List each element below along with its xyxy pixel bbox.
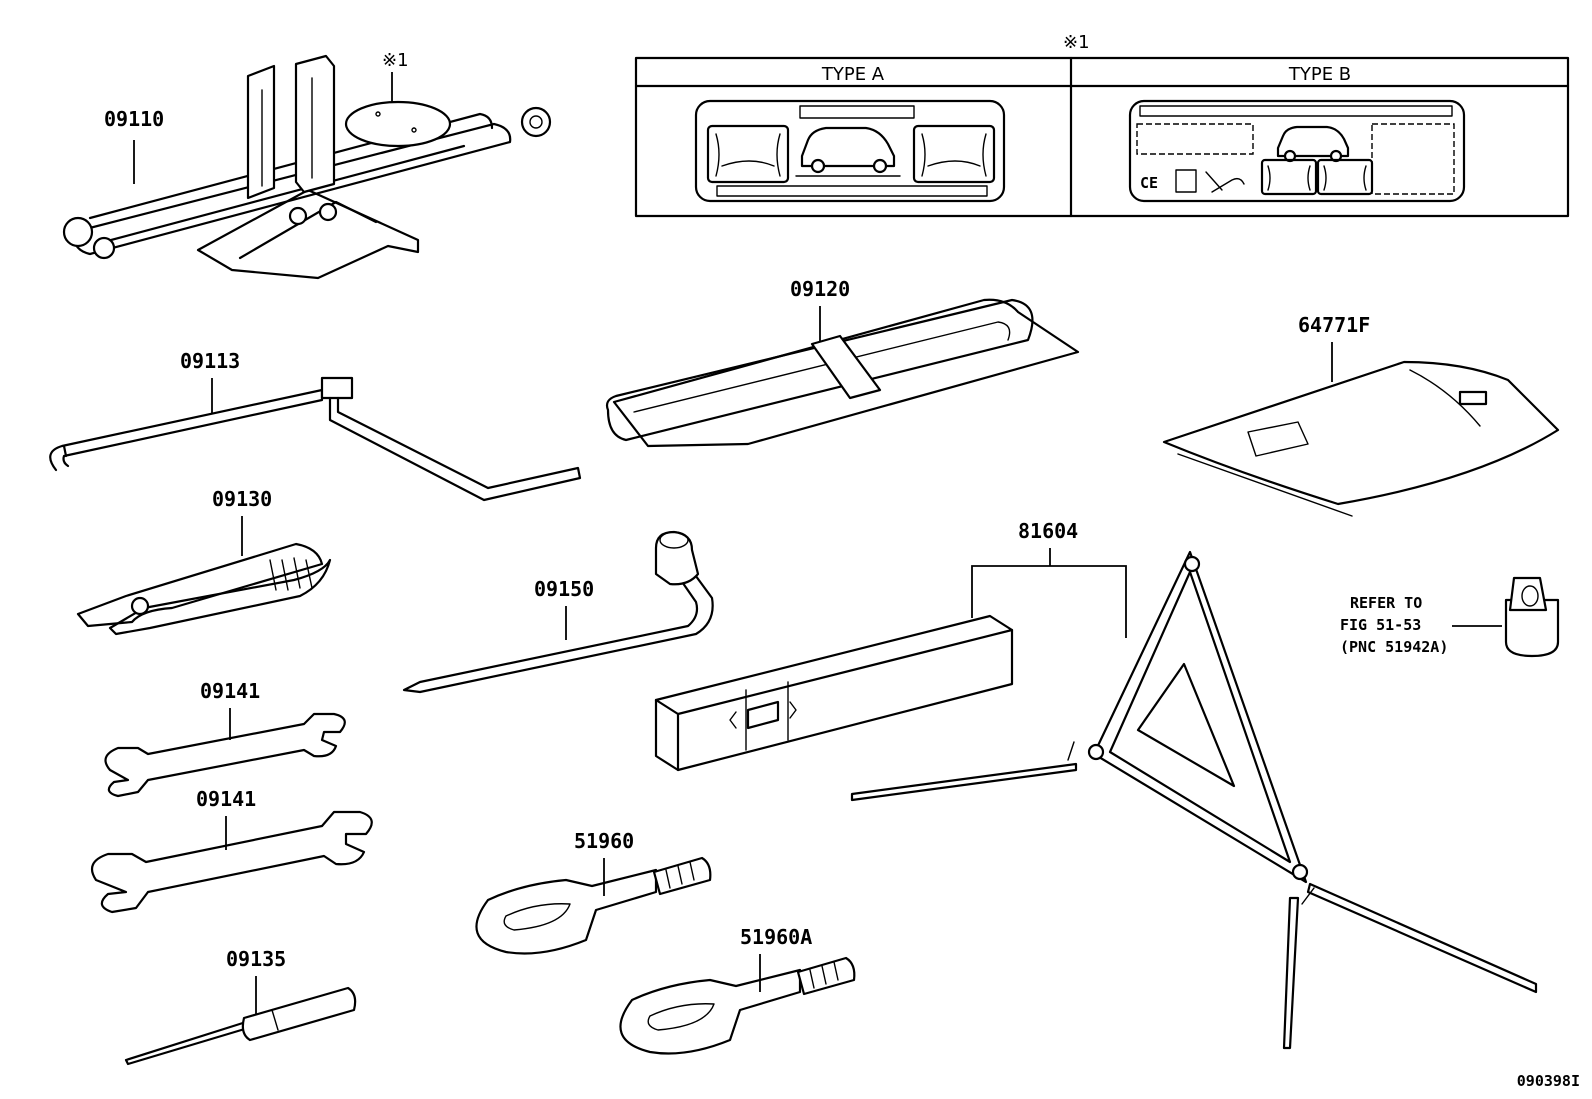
refer-line-1: REFER TO bbox=[1350, 594, 1422, 612]
part-label-09141-b: 09141 bbox=[196, 787, 256, 811]
pliers-09130: 09130 bbox=[76, 487, 332, 636]
caution-label-panel: ※1 TYPE A TYPE B C bbox=[634, 32, 1570, 218]
wrench-09141-small: 09141 bbox=[104, 679, 346, 798]
screwdriver-09135: 09135 bbox=[124, 947, 357, 1066]
type-a-label-artwork bbox=[694, 99, 1006, 203]
mat-64771f: 64771F bbox=[1162, 313, 1560, 517]
part-label-09130: 09130 bbox=[212, 487, 272, 511]
part-label-81604: 81604 bbox=[1018, 519, 1078, 543]
tool-bag-09120: 09120 bbox=[605, 277, 1080, 448]
part-label-51960: 51960 bbox=[574, 829, 634, 853]
note-mark-top: ※1 bbox=[1063, 32, 1090, 53]
part-label-09110: 09110 bbox=[104, 107, 164, 131]
part-label-09120: 09120 bbox=[790, 277, 850, 301]
type-a-heading: TYPE A bbox=[821, 64, 885, 85]
jack-handle-09113: 09113 bbox=[49, 349, 582, 502]
part-label-09113: 09113 bbox=[180, 349, 240, 373]
type-b-label-artwork: CE bbox=[1128, 99, 1466, 203]
refer-note: REFER TO FIG 51-53 (PNC 51942A) bbox=[1340, 576, 1560, 658]
wheel-wrench-09150: 09150 bbox=[402, 530, 714, 694]
type-b-heading: TYPE B bbox=[1288, 64, 1351, 85]
warning-triangle-81604: 81604 bbox=[654, 519, 1538, 1050]
jack-09110: 09110 ※1 bbox=[62, 50, 552, 280]
part-label-09141-a: 09141 bbox=[200, 679, 260, 703]
towing-eye-51960a: 51960A bbox=[619, 925, 856, 1055]
note-mark-jack: ※1 bbox=[382, 50, 409, 71]
figure-id: 090398I bbox=[1517, 1072, 1580, 1090]
towing-eye-51960: 51960 bbox=[475, 829, 712, 955]
refer-line-2: FIG 51-53 bbox=[1340, 616, 1421, 634]
part-label-51960a: 51960A bbox=[740, 925, 812, 949]
wrench-09141-large: 09141 bbox=[90, 787, 373, 914]
part-label-64771f: 64771F bbox=[1298, 313, 1370, 337]
part-label-09135: 09135 bbox=[226, 947, 286, 971]
part-label-09150: 09150 bbox=[534, 577, 594, 601]
refer-line-3: (PNC 51942A) bbox=[1340, 638, 1448, 656]
ce-mark: CE bbox=[1140, 174, 1158, 192]
